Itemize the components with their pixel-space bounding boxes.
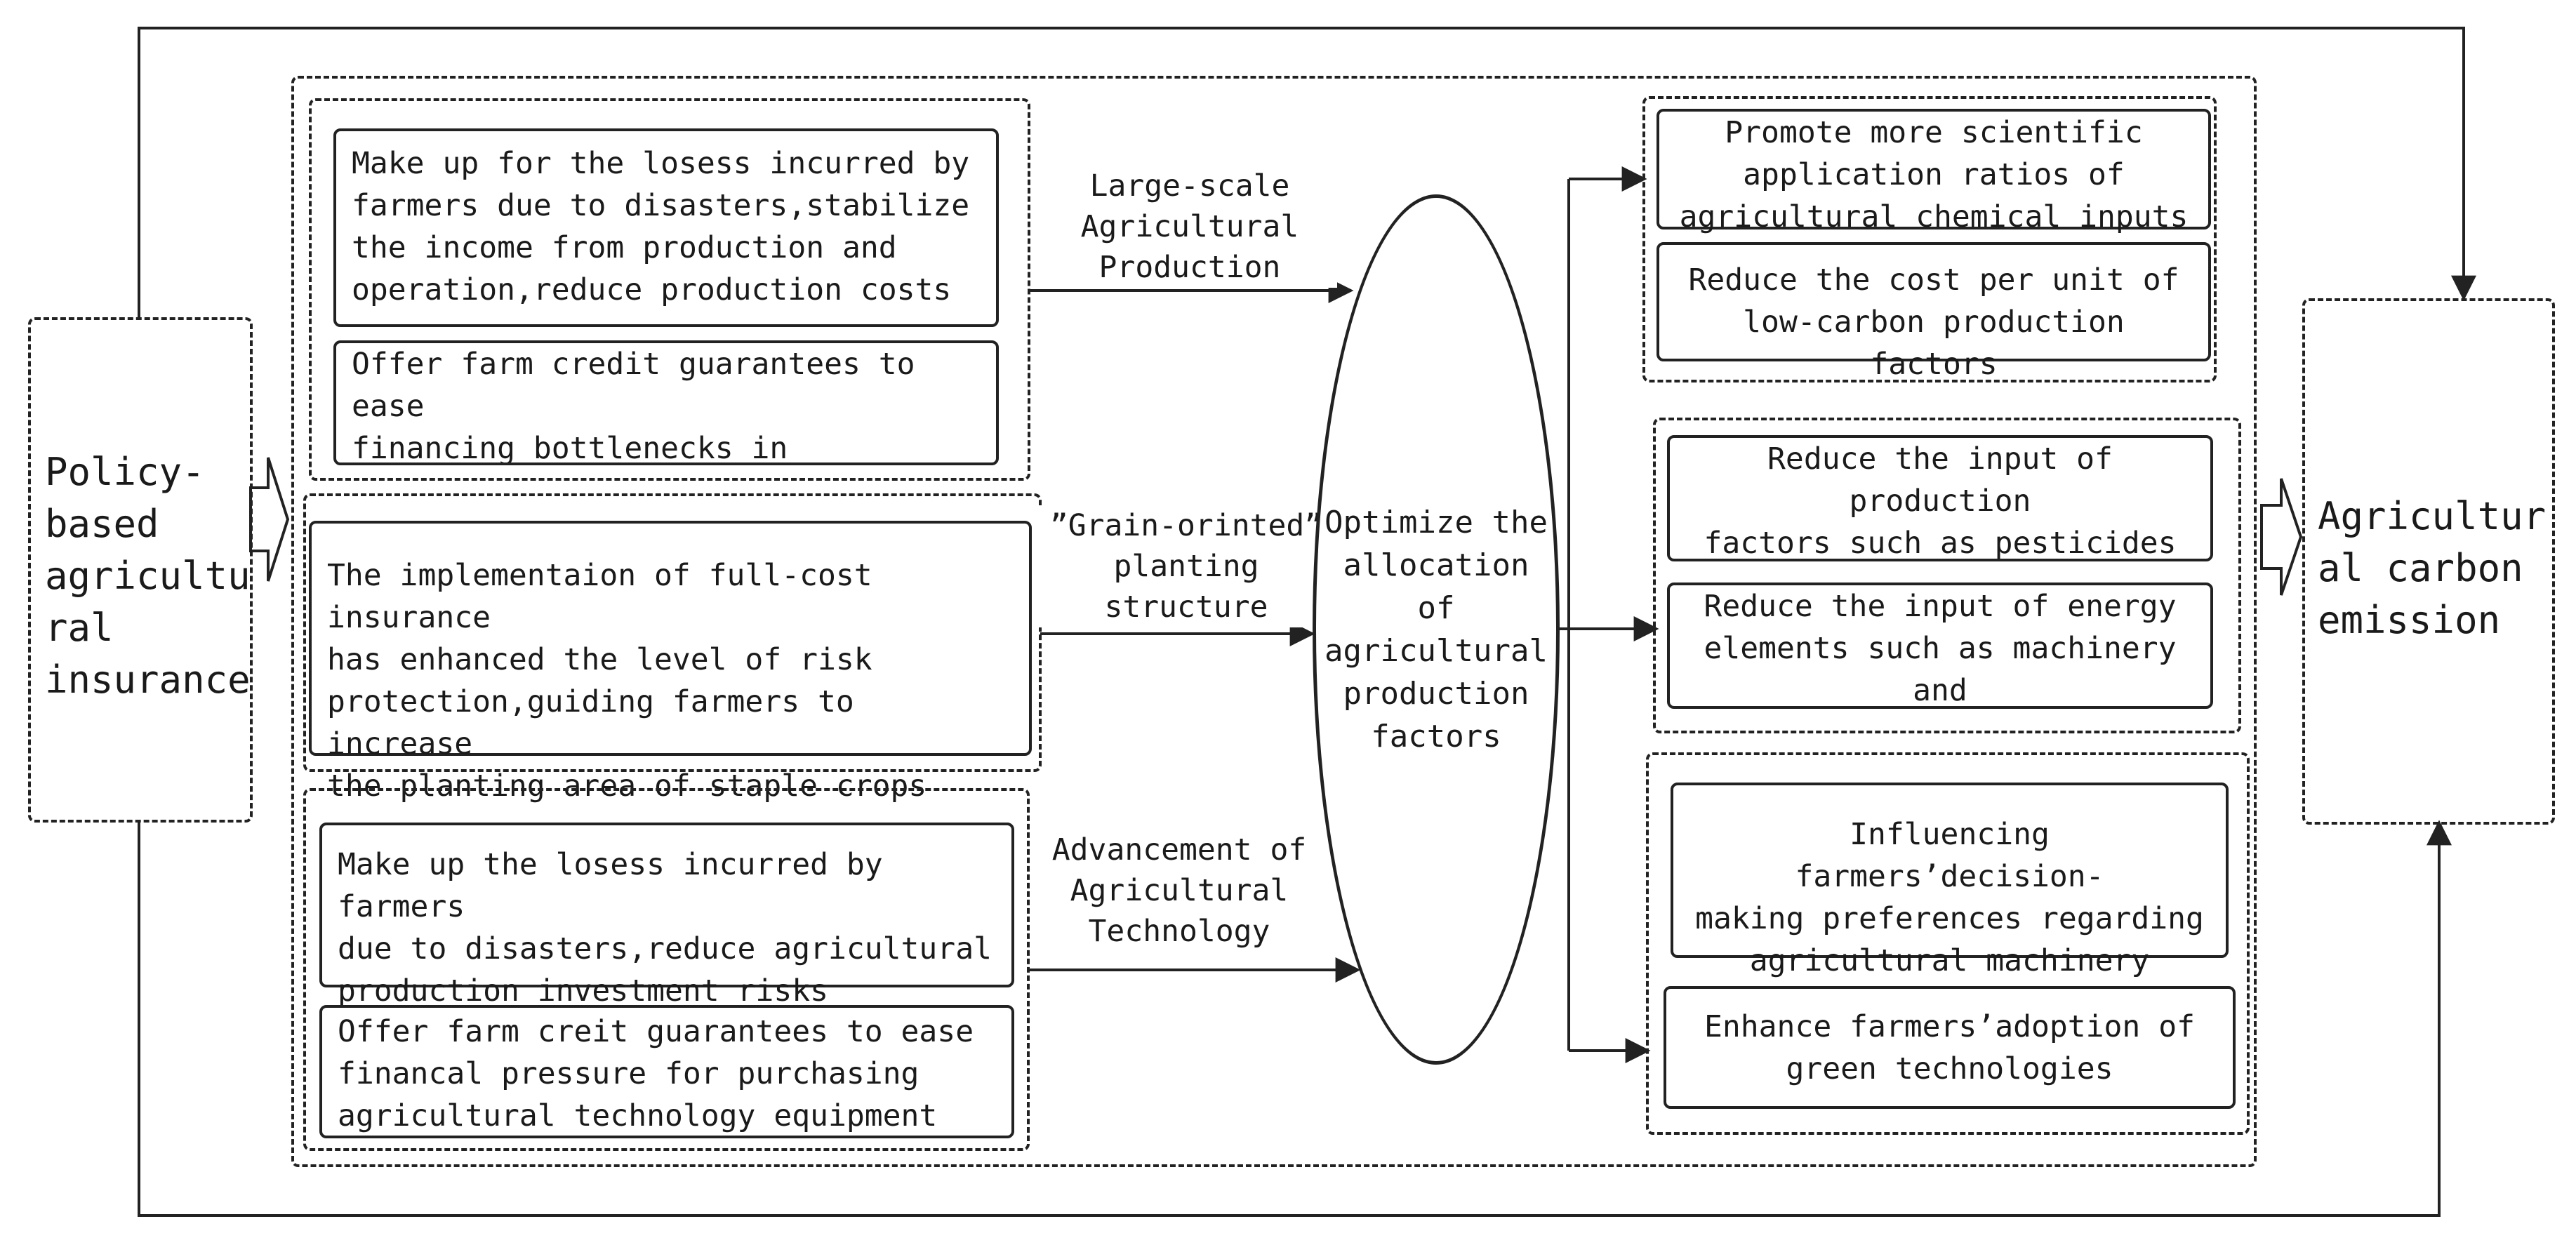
carbon-emission-box: Agricultur al carbon emission bbox=[2302, 298, 2555, 825]
left-group-2-item-1: The implementaion of full-cost insurance… bbox=[309, 521, 1032, 804]
right-group-3-item-1: Influencing farmers’decision- making pre… bbox=[1671, 783, 2229, 978]
left-group-1-item-2: Offer farm credit guarantees to ease fin… bbox=[333, 340, 999, 465]
carbon-emission-label: Agricultur al carbon emission bbox=[2318, 494, 2547, 642]
right-group-1-item-1: Promote more scientific application rati… bbox=[1657, 109, 2211, 234]
left-group-2 bbox=[303, 493, 1042, 772]
path-label-technology: Advancement of Agricultural Technology bbox=[1032, 830, 1327, 952]
left-group-3-item-1: Make up the losess incurred by farmers d… bbox=[319, 823, 1014, 1009]
path-label-large-scale: Large-scale Agricultural Production bbox=[1042, 166, 1337, 288]
path-label-grain-oriented: ”Grain-orinted” planting structure bbox=[1039, 505, 1334, 627]
right-group-1 bbox=[1642, 96, 2217, 382]
policy-insurance-label: Policy- based agricultu ral insurance bbox=[45, 450, 251, 702]
right-group-1-item-2: Reduce the cost per unit of low-carbon p… bbox=[1657, 242, 2211, 382]
left-group-1-item-1: Make up for the losess incurred by farme… bbox=[333, 128, 999, 327]
right-group-3 bbox=[1646, 752, 2250, 1135]
mechanism-outer-frame bbox=[291, 76, 2257, 1167]
right-group-2 bbox=[1653, 418, 2241, 733]
left-group-1 bbox=[309, 98, 1030, 481]
policy-insurance-box: Policy- based agricultu ral insurance bbox=[28, 317, 253, 823]
right-group-2-item-1: Reduce the input of production factors s… bbox=[1667, 435, 2213, 561]
optimize-allocation-label: Optimize the allocation of agricultural … bbox=[1324, 505, 1548, 754]
right-group-3-item-2: Enhance farmers’adoption of green techno… bbox=[1664, 986, 2236, 1109]
left-group-3-item-2: Offer farm creit guarantees to ease fina… bbox=[319, 1005, 1014, 1138]
branch-connector bbox=[1560, 179, 1570, 1051]
bottom-loop-arrow bbox=[138, 820, 2452, 1217]
right-group-2-item-2: Reduce the input of energy elements such… bbox=[1667, 583, 2213, 709]
top-loop-arrow bbox=[138, 27, 2476, 317]
hollow-arrow-out bbox=[2260, 478, 2303, 596]
hollow-arrow-in bbox=[249, 457, 290, 582]
left-group-3 bbox=[303, 788, 1030, 1151]
optimize-allocation-ellipse: Optimize the allocation of agricultural … bbox=[1313, 194, 1560, 1065]
